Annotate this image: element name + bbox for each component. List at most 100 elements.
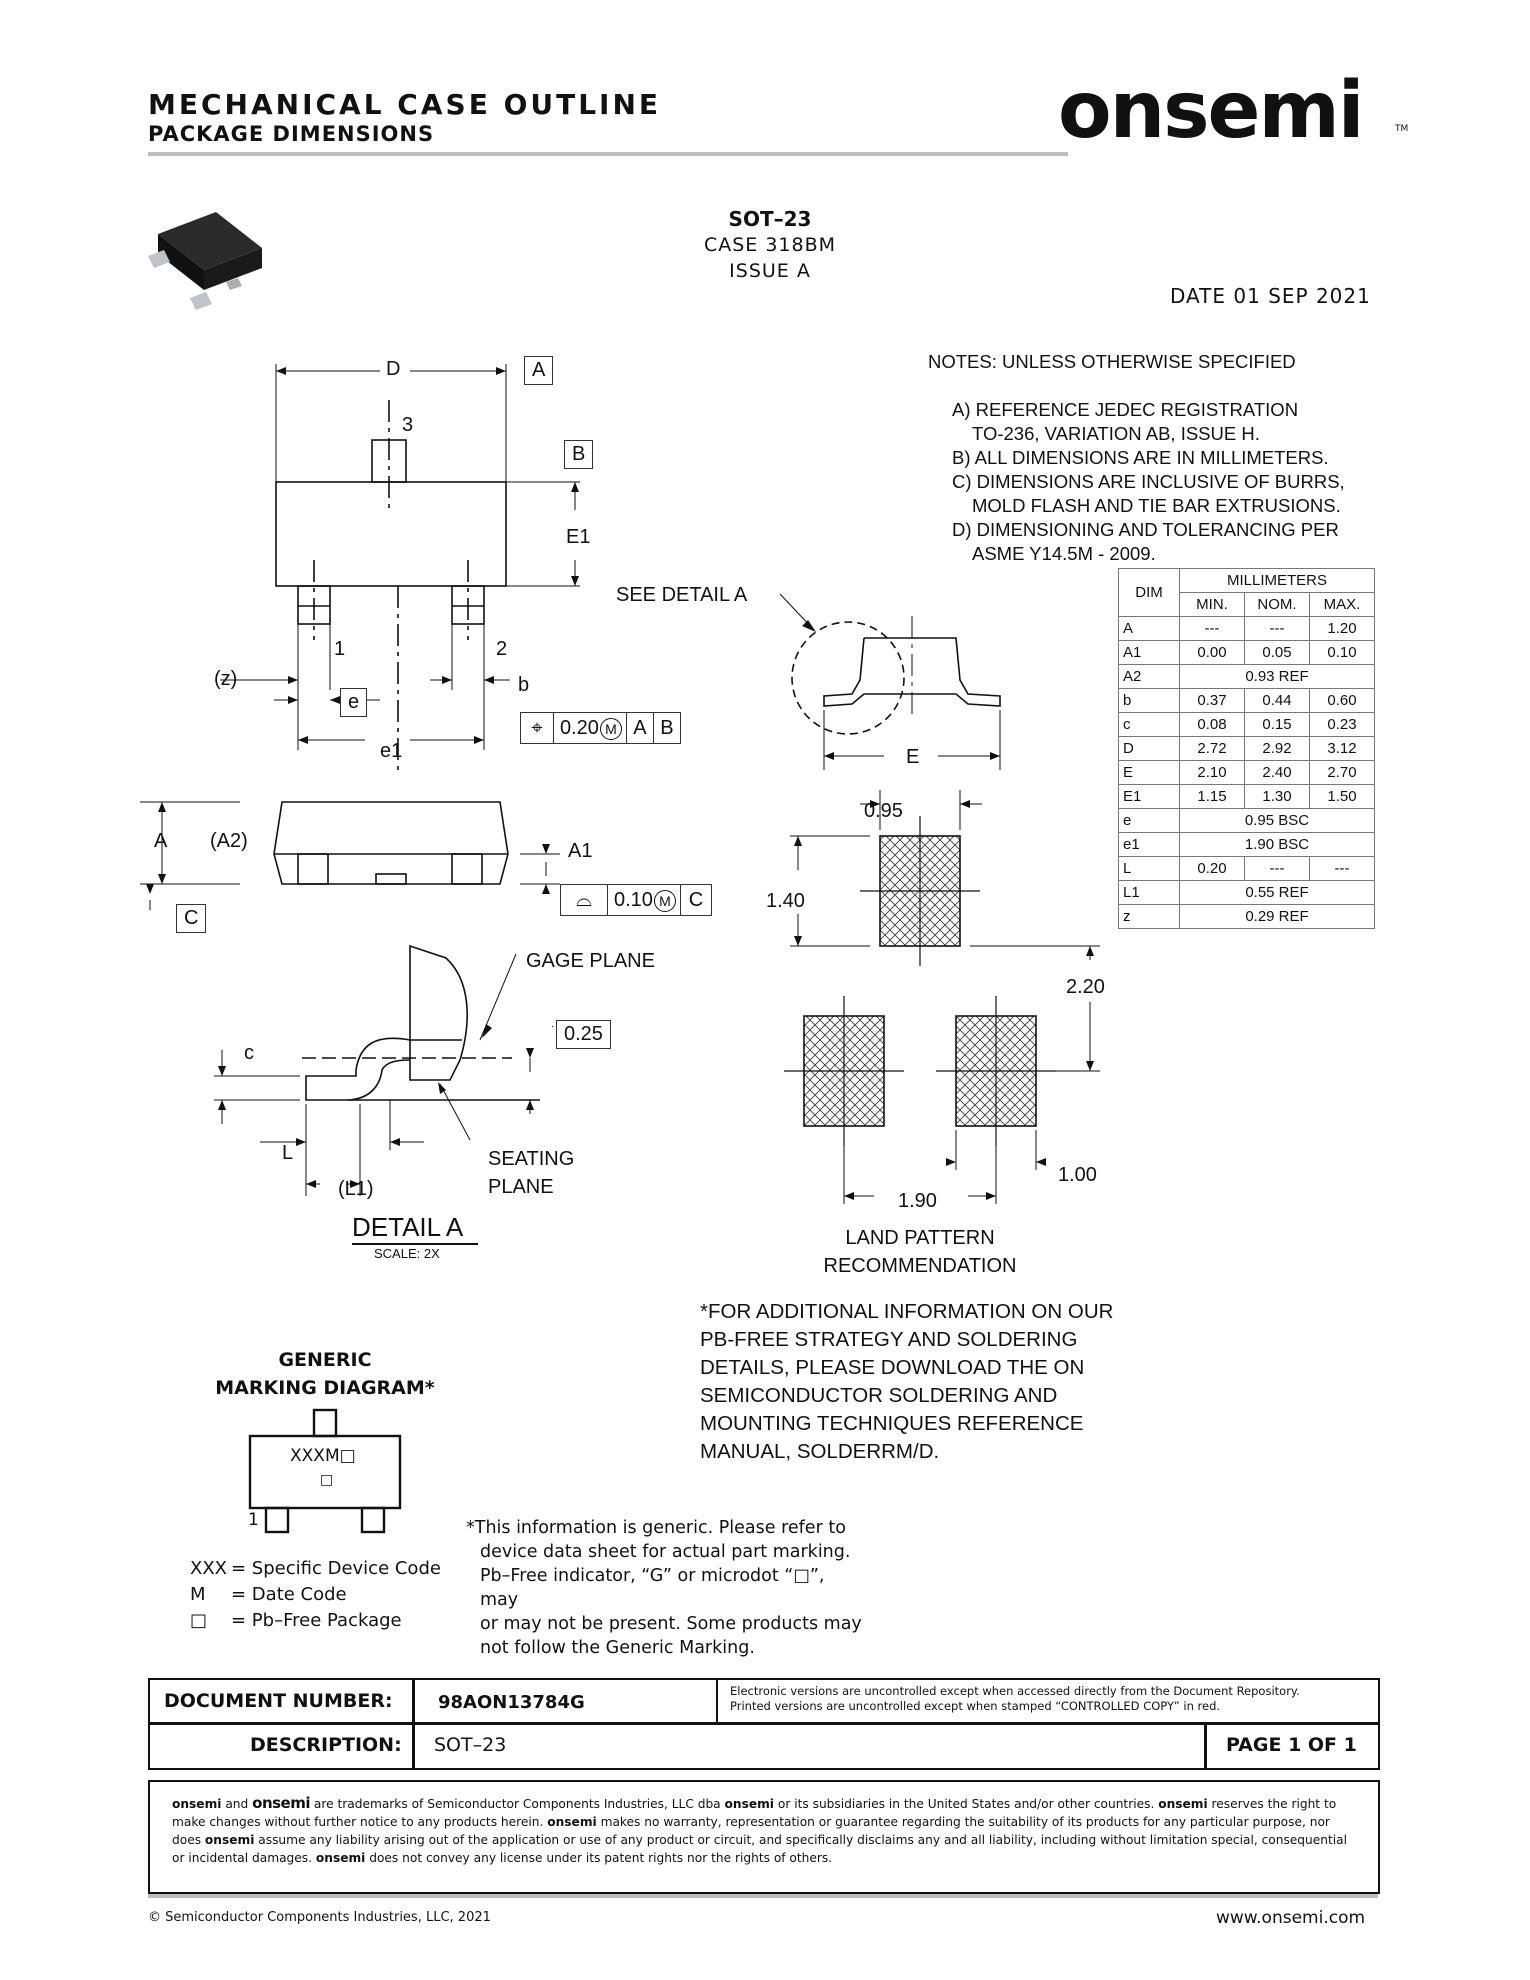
label-A2: (A2) <box>210 830 248 852</box>
pbfree-line: PB-FREE STRATEGY AND SOLDERING <box>700 1328 1078 1351</box>
note-line: C) DIMENSIONS ARE INCLUSIVE OF BURRS, <box>952 471 1345 492</box>
detail-a-drawing <box>214 944 553 1196</box>
label-gage-value: 0.25 <box>556 1020 611 1049</box>
page-indicator: PAGE 1 OF 1 <box>1226 1734 1357 1756</box>
note-line: D) DIMENSIONING AND TOLERANCING PER <box>952 519 1339 540</box>
label-220: 2.20 <box>1066 976 1105 998</box>
land-pattern-title: LAND PATTERN RECOMMENDATION <box>790 1224 1050 1280</box>
pbfree-line: MOUNTING TECHNIQUES REFERENCE <box>700 1412 1084 1435</box>
col-nom: NOM. <box>1244 592 1310 617</box>
note-line: ASME Y14.5M - 2009. <box>972 543 1156 564</box>
dim-name: E1 <box>1118 784 1180 809</box>
note-line: MOLD FLASH AND TIE BAR EXTRUSIONS. <box>972 495 1341 516</box>
see-detail-label: SEE DETAIL A <box>616 584 748 606</box>
legal-disclaimer-box: onsemi and onsemi are trademarks of Semi… <box>148 1780 1380 1894</box>
legend-value: = Pb–Free Package <box>231 1610 402 1631</box>
onsemi-logo: onsemi <box>1058 66 1364 156</box>
label-D: D <box>386 358 401 380</box>
marking-dot: □ <box>320 1472 334 1488</box>
dim-max-value: --- <box>1309 856 1375 881</box>
pbfree-line: *FOR ADDITIONAL INFORMATION ON OUR <box>700 1300 1114 1323</box>
pbfree-line: SEMICONDUCTOR SOLDERING AND <box>700 1384 1058 1407</box>
detail-scale: SCALE: 2X <box>374 1246 440 1261</box>
mmc-modifier: M <box>653 890 676 912</box>
website-link[interactable]: www.onsemi.com <box>1216 1908 1366 1928</box>
dim-nom-value: 0.44 <box>1244 688 1310 713</box>
description-label: DESCRIPTION: <box>250 1734 402 1756</box>
dim-name: c <box>1118 712 1180 737</box>
footer-divider <box>148 1894 1378 1898</box>
dim-name: E <box>1118 760 1180 785</box>
dim-max-value: 1.20 <box>1309 616 1375 641</box>
note-line: TO-236, VARIATION AB, ISSUE H. <box>972 423 1260 444</box>
dim-max-value: 3.12 <box>1309 736 1375 761</box>
note-line: device data sheet for actual part markin… <box>480 1542 851 1562</box>
legend-value: = Specific Device Code <box>231 1558 441 1579</box>
datum-A: A <box>524 356 554 385</box>
label-pin3: 3 <box>402 414 414 436</box>
tol-prof-value: 0.10 <box>614 889 653 911</box>
dim-max-value: 1.50 <box>1309 784 1375 809</box>
dimension-table: DIM MILLIMETERS MIN. NOM. MAX. A------1.… <box>1118 568 1375 929</box>
datum-B: B <box>564 440 594 469</box>
pbfree-note: *FOR ADDITIONAL INFORMATION ON OUR PB-FR… <box>700 1298 1220 1466</box>
tol-prof-ref: C <box>688 889 704 911</box>
dim-min-value: 0.37 <box>1179 688 1245 713</box>
document-number-label: DOCUMENT NUMBER: <box>164 1690 393 1712</box>
marking-pin1: 1 <box>248 1510 259 1530</box>
tol-pos-ref2: B <box>660 717 674 739</box>
marking-title-line: MARKING DIAGRAM* <box>215 1377 435 1399</box>
marking-diagram-title: GENERIC MARKING DIAGRAM* <box>200 1346 450 1402</box>
label-pin2: 2 <box>496 638 508 660</box>
dim-max-value: 0.60 <box>1309 688 1375 713</box>
label-140: 1.40 <box>766 890 805 912</box>
table-row: A------1.20 <box>1118 616 1375 641</box>
label-b: b <box>518 674 530 696</box>
land-title-line: RECOMMENDATION <box>823 1255 1017 1277</box>
legend-value: = Date Code <box>231 1584 347 1605</box>
issue-label: ISSUE A <box>729 260 811 282</box>
datum-C: C <box>176 904 207 933</box>
legend-key: M <box>190 1584 206 1605</box>
version-notice: Electronic versions are uncontrolled exc… <box>730 1684 1370 1714</box>
dim-name: A2 <box>1118 664 1180 689</box>
label-L: L <box>282 1142 294 1164</box>
side-view-drawing <box>140 801 560 910</box>
dim-min-value: 2.10 <box>1179 760 1245 785</box>
pbfree-line: DETAILS, PLEASE DOWNLOAD THE ON <box>700 1356 1085 1379</box>
dim-min-value: 0.00 <box>1179 640 1245 665</box>
legal-text: onsemi and onsemi are trademarks of Semi… <box>172 1794 1348 1865</box>
note-line: not follow the Generic Marking. <box>480 1638 755 1658</box>
dim-max-value: 2.70 <box>1309 760 1375 785</box>
note-line: B) ALL DIMENSIONS ARE IN MILLIMETERS. <box>952 447 1329 468</box>
detail-a-title: DETAIL A <box>352 1212 464 1242</box>
dim-span-value: 0.29 REF <box>1179 904 1375 929</box>
tol-pos-value: 0.20 <box>560 717 599 739</box>
detail-title-underline <box>352 1243 478 1245</box>
top-view-drawing <box>220 364 580 770</box>
marking-legend: XXX= Specific Device Code M= Date Code □… <box>190 1556 445 1634</box>
dim-nom-value: --- <box>1244 856 1310 881</box>
dim-span-value: 0.95 BSC <box>1179 808 1375 833</box>
dim-name: D <box>1118 736 1180 761</box>
dim-header: DIM <box>1118 568 1180 617</box>
dim-nom-value: --- <box>1244 616 1310 641</box>
legend-key: □ <box>190 1610 208 1631</box>
dim-min-value: 0.20 <box>1179 856 1245 881</box>
label-095: 0.95 <box>864 800 903 822</box>
dim-min-value: 1.15 <box>1179 784 1245 809</box>
label-e1: e1 <box>380 740 403 762</box>
dim-nom-value: 2.40 <box>1244 760 1310 785</box>
label-E1: E1 <box>566 526 591 548</box>
dim-name: L1 <box>1118 880 1180 905</box>
page-subtitle: PACKAGE DIMENSIONS <box>148 122 435 146</box>
